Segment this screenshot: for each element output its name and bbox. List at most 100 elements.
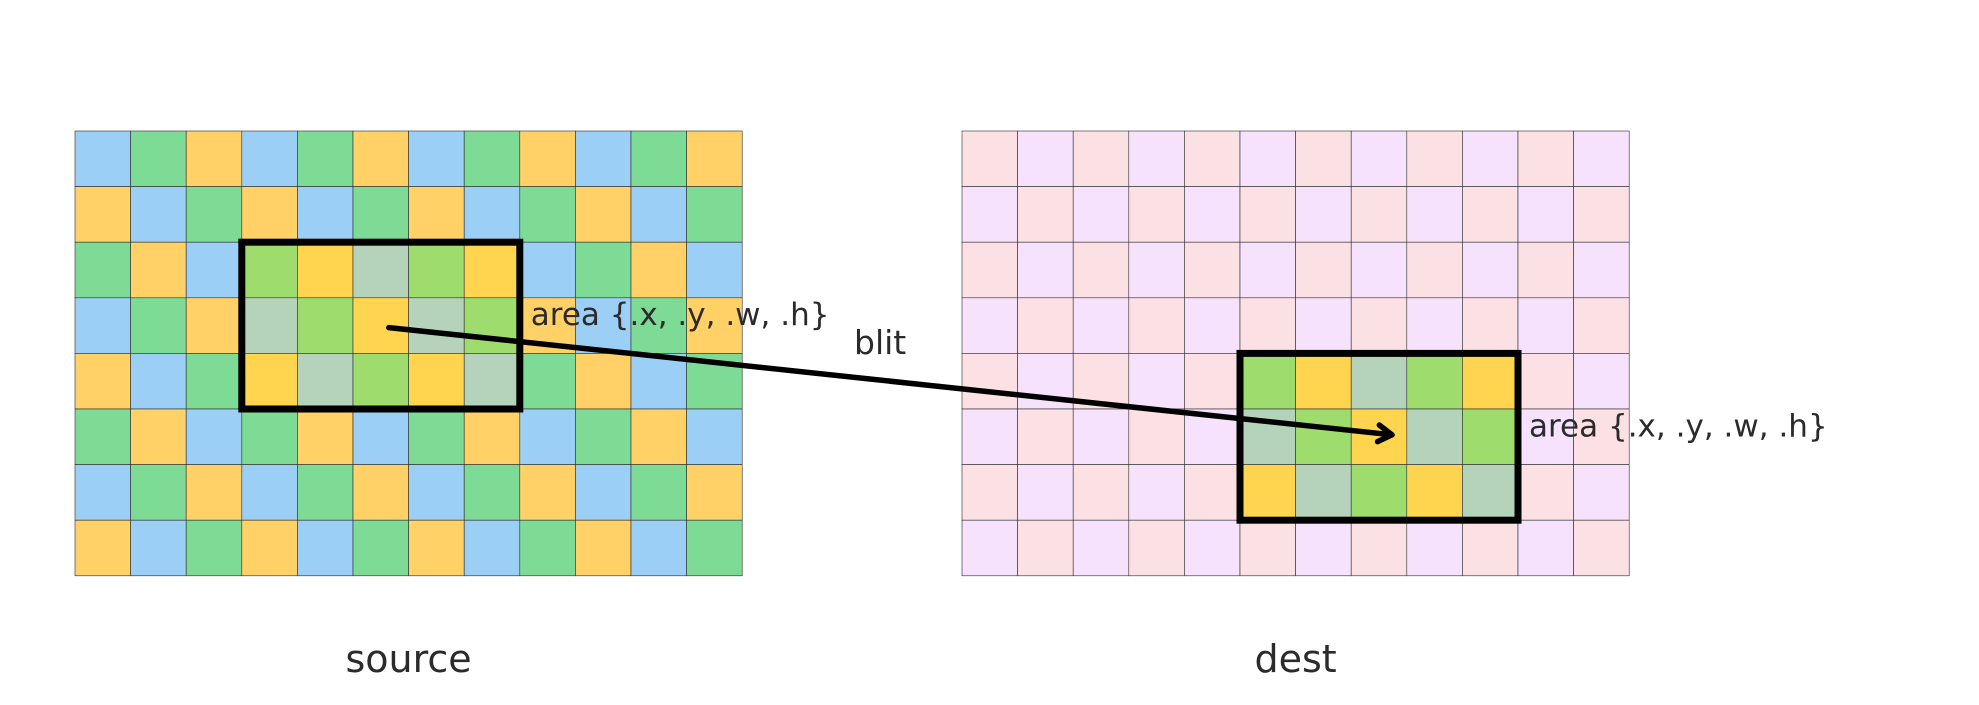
dest-cell xyxy=(1295,297,1352,354)
source-cell xyxy=(686,408,743,465)
dest-cell xyxy=(1184,186,1241,243)
source-cell xyxy=(575,186,632,243)
source-cell xyxy=(352,464,409,521)
dest-cell xyxy=(1350,464,1408,521)
source-cell xyxy=(130,353,187,410)
dest-cell xyxy=(1128,130,1185,187)
dest-cell xyxy=(1573,519,1630,577)
source-caption: source xyxy=(345,637,471,681)
dest-cell xyxy=(1128,353,1185,410)
blit-arrow xyxy=(386,324,1395,438)
dest-cell xyxy=(1072,186,1130,243)
dest-cell xyxy=(1128,408,1185,465)
source-cell xyxy=(130,186,187,243)
source-cell xyxy=(185,464,243,521)
source-cell xyxy=(241,353,298,410)
dest-cell xyxy=(1017,241,1074,299)
dest-cell xyxy=(1573,464,1630,521)
dest-cell xyxy=(961,130,1018,187)
dest-cell xyxy=(1406,186,1463,243)
dest-cell xyxy=(1072,130,1130,187)
source-cell xyxy=(686,130,743,187)
source-cell xyxy=(519,464,576,521)
dest-cell xyxy=(1184,241,1241,299)
dest-cell xyxy=(1350,186,1408,243)
source-cell xyxy=(463,464,521,521)
dest-cell xyxy=(1462,297,1519,354)
dest-cell xyxy=(1517,408,1574,465)
dest-cell xyxy=(1350,519,1408,577)
source-cell xyxy=(408,408,465,465)
source-cell xyxy=(575,130,632,187)
source-cell xyxy=(519,186,576,243)
source-cell xyxy=(463,353,521,410)
source-cell xyxy=(408,464,465,521)
dest-cell xyxy=(1295,130,1352,187)
dest-cell xyxy=(1462,519,1519,577)
dest-cell xyxy=(1462,186,1519,243)
source-cell xyxy=(519,353,576,410)
dest-caption: dest xyxy=(1254,637,1336,681)
source-cell xyxy=(575,408,632,465)
dest-cell xyxy=(1406,130,1463,187)
dest-cell xyxy=(1239,297,1296,354)
source-cell xyxy=(130,130,187,187)
dest-cell xyxy=(1239,186,1296,243)
source-cell xyxy=(130,297,187,354)
source-cell xyxy=(686,297,743,354)
dest-cell xyxy=(961,519,1018,577)
dest-cell xyxy=(961,353,1018,410)
dest-cell xyxy=(1573,353,1630,410)
dest-cell xyxy=(1517,464,1574,521)
source-cell xyxy=(408,186,465,243)
source-cell xyxy=(408,241,465,299)
dest-cell xyxy=(1573,297,1630,354)
source-cell xyxy=(297,130,354,187)
dest-cell xyxy=(1517,353,1574,410)
dest-cell xyxy=(1350,241,1408,299)
dest-cell xyxy=(1072,241,1130,299)
dest-cell xyxy=(1295,408,1352,465)
dest-cell xyxy=(961,186,1018,243)
source-cell xyxy=(408,297,465,354)
dest-cell xyxy=(1239,519,1296,577)
source-cell xyxy=(297,408,354,465)
source-cell xyxy=(575,297,632,354)
dest-area-outline xyxy=(1236,349,1522,524)
source-cell xyxy=(297,241,354,299)
dest-cell xyxy=(1295,186,1352,243)
source-cell xyxy=(630,353,687,410)
dest-cell xyxy=(1462,464,1519,521)
source-cell xyxy=(241,464,298,521)
dest-grid xyxy=(961,130,1630,577)
source-cell xyxy=(575,464,632,521)
source-cell xyxy=(352,297,409,354)
dest-cell xyxy=(1128,464,1185,521)
source-cell xyxy=(408,353,465,410)
dest-cell xyxy=(1184,297,1241,354)
source-cell xyxy=(74,130,131,187)
source-cell xyxy=(519,408,576,465)
source-cell xyxy=(686,241,743,299)
dest-cell xyxy=(1462,241,1519,299)
source-cell xyxy=(630,464,687,521)
dest-cell xyxy=(1350,297,1408,354)
dest-cell xyxy=(1239,241,1296,299)
dest-cell xyxy=(1406,408,1463,465)
dest-cell xyxy=(961,408,1018,465)
source-cell xyxy=(241,130,298,187)
source-cell xyxy=(74,408,131,465)
dest-cell xyxy=(1517,297,1574,354)
dest-cell xyxy=(1406,464,1463,521)
dest-cell xyxy=(1295,519,1352,577)
source-cell xyxy=(74,519,131,577)
dest-cell xyxy=(1573,186,1630,243)
dest-cell xyxy=(1462,353,1519,410)
source-cell xyxy=(297,186,354,243)
dest-cell xyxy=(1017,297,1074,354)
source-cell xyxy=(575,519,632,577)
source-cell xyxy=(630,130,687,187)
dest-cell xyxy=(1406,519,1463,577)
dest-cell xyxy=(1072,297,1130,354)
